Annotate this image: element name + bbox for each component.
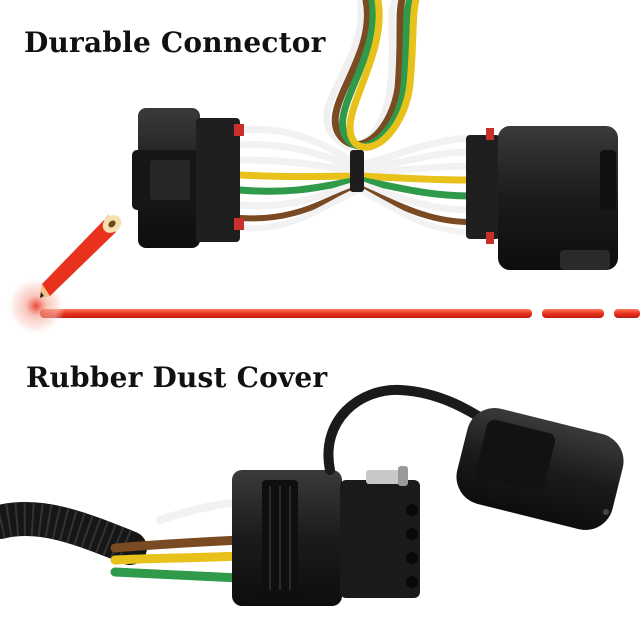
caption-durable-connector: Durable Connector xyxy=(24,26,326,59)
top-left-connector xyxy=(132,108,244,248)
top-wire-loop xyxy=(323,0,420,151)
flat-4-pin-connector xyxy=(232,466,420,606)
bottom-wires xyxy=(110,498,245,583)
red-guide-line xyxy=(40,309,640,318)
pencil-icon xyxy=(40,214,122,298)
corrugated-loom xyxy=(0,502,147,565)
caption-rubber-dust-cover: Rubber Dust Cover xyxy=(26,361,328,394)
cable-tie xyxy=(350,150,364,192)
top-right-connector xyxy=(466,126,618,270)
rubber-dust-cover xyxy=(323,384,624,530)
